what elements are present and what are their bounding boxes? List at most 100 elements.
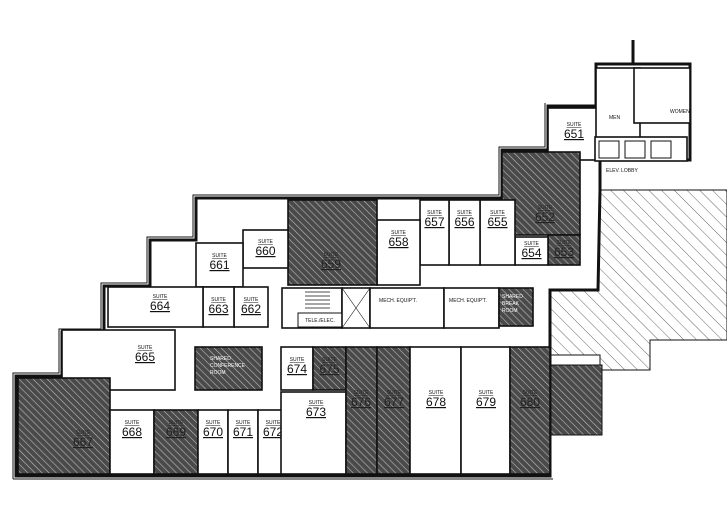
suite-prefix-label: SUITE xyxy=(169,420,184,426)
suite-number-label: 651 xyxy=(564,127,584,141)
suite-number-label: 661 xyxy=(209,258,229,272)
suite-prefix-label: SUITE xyxy=(153,294,168,300)
suite-number-label: 662 xyxy=(241,302,261,316)
suite-prefix-label: SUITE xyxy=(76,430,91,436)
suite-number-label: 674 xyxy=(287,362,307,376)
suite-room[interactable] xyxy=(197,409,229,475)
suite-number-label: 652 xyxy=(535,210,555,224)
suite-room[interactable] xyxy=(514,236,549,266)
suite-number-label: 667 xyxy=(73,435,93,449)
suite-prefix-label: SUITE xyxy=(567,122,582,128)
suite-prefix-label: SUITE xyxy=(479,390,494,396)
mech-room-2-label: MECH. EQUIP'T. xyxy=(449,298,487,304)
suite-prefix-label: SUITE xyxy=(523,390,538,396)
suite-number-label: 664 xyxy=(150,299,170,313)
mens-restroom xyxy=(595,67,641,139)
suite-prefix-label: SUITE xyxy=(211,297,226,303)
suite-room[interactable] xyxy=(280,346,314,391)
suite-room[interactable] xyxy=(287,199,378,286)
suite-number-label: 680 xyxy=(520,395,540,409)
suite-room[interactable] xyxy=(345,346,378,475)
suite-prefix-label: SUITE xyxy=(538,205,553,211)
building-core: TELE./ELEC. MECH. EQUIP'T. MECH. EQUIP'T… xyxy=(194,67,691,391)
suite-room[interactable] xyxy=(195,242,244,288)
suite-prefix-label: SUITE xyxy=(387,390,402,396)
suite-room[interactable] xyxy=(109,409,155,475)
elev-lobby-label: ELEV. LOBBY xyxy=(606,168,638,174)
suite-room[interactable] xyxy=(376,346,411,475)
elevator-icon[interactable] xyxy=(624,140,646,159)
tele-elec-label: TELE./ELEC. xyxy=(305,318,335,324)
suite-number-label: 678 xyxy=(426,395,446,409)
suite-room[interactable] xyxy=(448,199,481,266)
suite-prefix-label: SUITE xyxy=(212,253,227,259)
suite-number-label: 668 xyxy=(122,425,142,439)
suite-room[interactable] xyxy=(509,346,551,475)
suite-number-label: 653 xyxy=(554,245,574,259)
suite-prefix-label: SUITE xyxy=(322,357,337,363)
suite-number-label: 656 xyxy=(454,215,474,229)
suite-number-label: 672 xyxy=(263,425,283,439)
suites-layer: SUITE651SUITE652SUITE653SUITE654SUITE655… xyxy=(17,107,601,475)
conference-label: SHARED xyxy=(210,356,231,362)
suite-prefix-label: SUITE xyxy=(557,240,572,246)
men-label: MEN xyxy=(609,115,621,121)
suite-room[interactable] xyxy=(419,199,450,266)
suite-prefix-label: SUITE xyxy=(266,420,281,426)
suite-number-label: 671 xyxy=(233,425,253,439)
stairs-icon xyxy=(305,291,330,309)
suite-number-label: 670 xyxy=(203,425,223,439)
suite-room[interactable] xyxy=(107,286,204,328)
suite-prefix-label: SUITE xyxy=(490,210,505,216)
suite-room[interactable] xyxy=(460,346,511,475)
suite-number-label: 669 xyxy=(166,425,186,439)
suite-number-label: 676 xyxy=(351,395,371,409)
break-room-label: ROOM xyxy=(502,308,518,314)
mech-room-1 xyxy=(369,287,445,329)
suite-room[interactable] xyxy=(479,199,516,266)
suite-number-label: 663 xyxy=(208,302,228,316)
shared-conference-room[interactable] xyxy=(194,346,263,391)
suite-room[interactable] xyxy=(17,377,111,475)
suite-prefix-label: SUITE xyxy=(258,239,273,245)
suite-prefix-label: SUITE xyxy=(354,390,369,396)
mech-room-2 xyxy=(443,287,500,329)
suite-room[interactable] xyxy=(409,346,462,475)
suite-room[interactable] xyxy=(242,229,289,269)
womens-restroom xyxy=(633,67,691,124)
suite-prefix-label: SUITE xyxy=(524,241,539,247)
break-room-label: BREAK xyxy=(502,301,520,307)
shared-break-room[interactable] xyxy=(498,287,534,327)
suite-number-label: 658 xyxy=(388,235,408,249)
suite-prefix-label: SUITE xyxy=(429,390,444,396)
elevator-icon[interactable] xyxy=(598,140,620,159)
elevator-icon[interactable] xyxy=(650,140,672,159)
suite-room[interactable] xyxy=(153,409,199,475)
